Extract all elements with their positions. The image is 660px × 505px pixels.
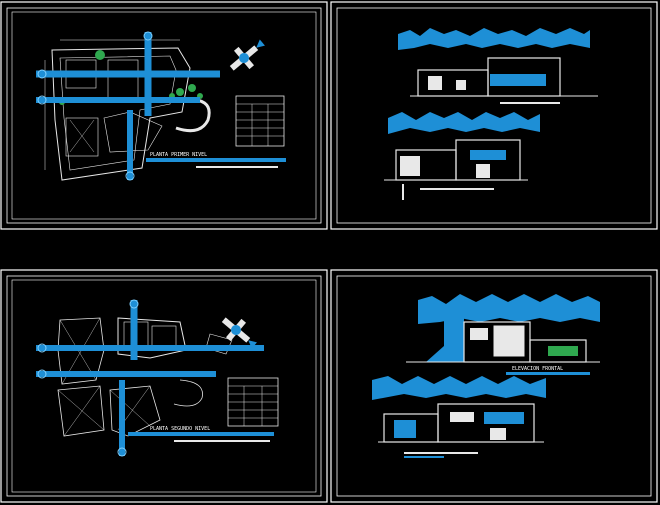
window xyxy=(456,80,466,90)
plan-1-room xyxy=(103,111,163,153)
window xyxy=(470,328,488,340)
sheet-3-drawing-border xyxy=(11,279,317,493)
sheet-2-outer-frame xyxy=(330,1,658,230)
elevation-upper xyxy=(398,28,598,104)
axis-bubble xyxy=(37,95,47,105)
plan-1-outline xyxy=(51,47,191,181)
window xyxy=(450,412,474,422)
sheet-3-title: PLANTA SEGUNDO NIVEL xyxy=(150,426,210,432)
planter xyxy=(548,346,578,356)
axis-bubble xyxy=(143,31,153,41)
elevation-label-bar xyxy=(404,452,478,454)
window xyxy=(493,325,525,357)
tree-silhouette xyxy=(372,376,546,400)
window xyxy=(490,428,506,440)
window xyxy=(400,156,420,176)
tree-silhouette xyxy=(388,112,540,134)
plan-1-room xyxy=(107,59,139,101)
axis-bubble xyxy=(37,343,47,353)
axis-bubble xyxy=(125,171,135,181)
window-band xyxy=(470,150,506,160)
sheet-1-title: PLANTA PRIMER NIVEL xyxy=(150,152,207,158)
area-schedule-table xyxy=(227,377,279,427)
sheet-4-inner-frame xyxy=(336,275,652,497)
floor-plan-2 xyxy=(36,299,264,457)
elevation-lower xyxy=(384,112,540,200)
window-band xyxy=(490,74,546,86)
tree-symbol xyxy=(188,84,196,92)
sheet-1-inner-frame xyxy=(6,7,322,224)
north-arrow-icon xyxy=(221,317,257,349)
sheet-4-outer-frame xyxy=(330,269,658,503)
sheet-3-inner-frame xyxy=(6,275,322,497)
sheet-4[interactable]: ELEVACION FRONTAL xyxy=(330,269,658,503)
tree-symbol xyxy=(176,88,184,96)
window xyxy=(394,420,416,438)
elevation-label-bar xyxy=(404,456,444,458)
elevation-label-bar xyxy=(500,102,560,104)
window xyxy=(476,164,490,178)
elevation-label-bar xyxy=(420,188,494,190)
elevation-lower xyxy=(372,376,546,458)
sheet-1-title-block: PLANTA PRIMER NIVEL xyxy=(146,152,286,168)
level-marker xyxy=(402,184,404,200)
area-schedule-table xyxy=(235,95,285,147)
plan-2-roof-outline xyxy=(57,385,105,437)
sheet-3-outer-frame xyxy=(0,269,328,503)
tree-silhouette xyxy=(398,28,590,50)
sheet-3[interactable]: PLANTA SEGUNDO NIVEL xyxy=(0,269,328,503)
axis-bubble xyxy=(37,69,47,79)
plan-2-curved-wall xyxy=(173,379,203,407)
window-band xyxy=(484,412,524,424)
plan-1-curved-wall xyxy=(175,97,211,133)
sheet-4-title: ELEVACION FRONTAL xyxy=(512,366,563,372)
sheet-1-drawing-border xyxy=(11,11,317,220)
elevation-upper: ELEVACION FRONTAL xyxy=(406,294,600,375)
floor-plan-1 xyxy=(36,31,220,181)
elevation-label-bar xyxy=(506,372,590,375)
tree-silhouette xyxy=(418,294,600,324)
axis-bubble xyxy=(117,447,127,457)
sheet-1-outer-frame xyxy=(0,1,328,230)
north-arrow-icon xyxy=(229,39,265,71)
sheet-2-inner-frame xyxy=(336,7,652,224)
sheet-1[interactable]: PLANTA PRIMER NIVEL xyxy=(0,1,328,230)
sheet-3-title-block: PLANTA SEGUNDO NIVEL xyxy=(128,426,274,442)
plan-2-roof-outline xyxy=(109,385,161,437)
tree-symbol xyxy=(95,50,105,60)
window xyxy=(428,76,442,90)
axis-bubble xyxy=(37,369,47,379)
tower-volume xyxy=(444,318,464,362)
plan-1-room xyxy=(65,117,99,157)
sheet-2[interactable] xyxy=(330,1,658,230)
axis-bubble xyxy=(129,299,139,309)
